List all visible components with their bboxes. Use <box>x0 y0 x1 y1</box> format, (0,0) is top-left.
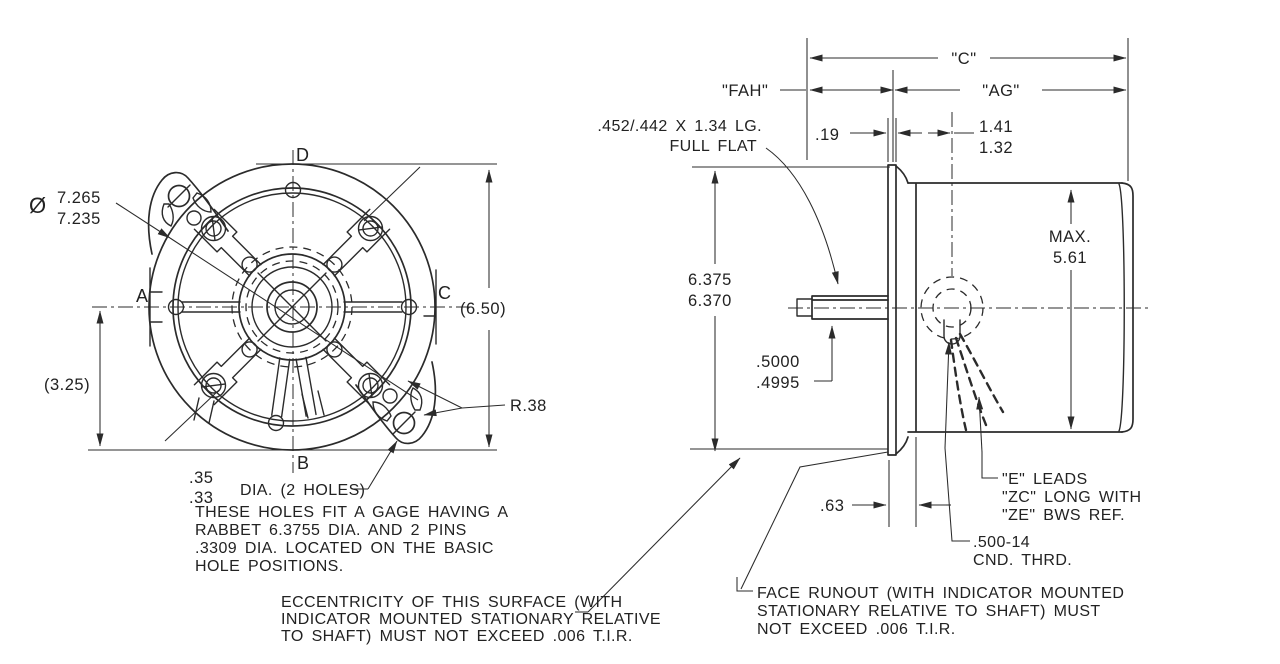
dim-flange-thickness: .19 <box>815 126 839 144</box>
dim-body-max-value: 5.61 <box>1053 249 1087 267</box>
dim-ear-hole-max: .35 <box>189 469 213 487</box>
dim-ear-radius: R.38 <box>510 397 547 415</box>
dim-fah-label: "FAH" <box>722 82 768 100</box>
dim-conduit-loc-max: 1.41 <box>979 118 1013 136</box>
dim-shaft-dia-max: .5000 <box>756 353 800 371</box>
dim-overall-height: (6.50) <box>460 300 506 318</box>
side-view: "C" "FAH" "AG" .19 1.41 1.32 .452/.442 X… <box>597 38 1152 569</box>
gage-note-line2: RABBET 6.3755 DIA. AND 2 PINS <box>195 522 467 539</box>
eccentricity-note-line1: ECCENTRICITY OF THIS SURFACE (WITH <box>281 594 622 611</box>
dim-c-label: "C" <box>951 50 976 68</box>
axis-label-a: A <box>136 286 148 306</box>
face-runout-note-line3: NOT EXCEED .006 T.I.R. <box>757 621 956 638</box>
side-view-dimensions: "C" "FAH" "AG" .19 1.41 1.32 .452/.442 X… <box>597 38 1141 569</box>
front-view-flange <box>148 163 437 451</box>
thread-note-line2: CND. THRD. <box>973 552 1072 569</box>
ear-holes-label: DIA. (2 HOLES) <box>240 482 365 499</box>
dim-shaft-dia-min: .4995 <box>756 374 800 392</box>
leads-note-line1: "E" LEADS <box>1002 471 1088 488</box>
dim-half-height: (3.25) <box>44 376 90 394</box>
axis-label-b: B <box>297 453 309 473</box>
front-view-spokes <box>181 208 403 418</box>
front-view-dimensions: (6.50) (3.25) A B C D Ø 7.265 7.235 R.38… <box>29 145 547 575</box>
axis-label-d: D <box>296 145 309 165</box>
diameter-symbol: Ø <box>29 193 46 218</box>
dim-pilot-dia-max: 7.265 <box>57 189 101 207</box>
side-view-shaft <box>796 295 889 320</box>
dim-ear-hole-min: .33 <box>189 489 213 507</box>
dim-rabbet-dia-min: 6.370 <box>688 292 732 310</box>
shaft-flat-note-line2: FULL FLAT <box>669 138 757 155</box>
gage-note-line4: HOLE POSITIONS. <box>195 558 344 575</box>
side-view-flange <box>887 164 909 456</box>
eccentricity-note-line2: INDICATOR MOUNTED STATIONARY RELATIVE <box>281 611 661 628</box>
dim-conduit-loc-min: 1.32 <box>979 139 1013 157</box>
front-view: (6.50) (3.25) A B C D Ø 7.265 7.235 R.38… <box>29 145 547 575</box>
face-runout-note-line2: STATIONARY RELATIVE TO SHAFT) MUST <box>757 603 1101 620</box>
thread-note-line1: .500-14 <box>973 534 1030 551</box>
front-view-mounting-ear-bottom <box>355 361 437 445</box>
side-view-conduit-opening <box>920 276 984 345</box>
dim-boss-length: .63 <box>820 497 844 515</box>
front-view-mounting-ear-top <box>147 171 229 255</box>
gage-note-line1: THESE HOLES FIT A GAGE HAVING A <box>195 504 508 521</box>
leads-note-line2: "ZC" LONG WITH <box>1002 489 1141 506</box>
leads-note-line3: "ZE" BWS REF. <box>1002 507 1125 524</box>
general-notes: ECCENTRICITY OF THIS SURFACE (WITH INDIC… <box>281 451 1124 645</box>
axis-label-c: C <box>438 283 451 303</box>
front-view-centerlines <box>92 150 470 473</box>
face-runout-note-line1: FACE RUNOUT (WITH INDICATOR MOUNTED <box>757 585 1124 602</box>
dim-ag-label: "AG" <box>982 82 1020 100</box>
eccentricity-note-line3: TO SHAFT) MUST NOT EXCEED .006 T.I.R. <box>281 628 633 645</box>
gage-note-line3: .3309 DIA. LOCATED ON THE BASIC <box>195 540 494 557</box>
shaft-flat-note-line1: .452/.442 X 1.34 LG. <box>597 118 762 135</box>
side-view-body <box>907 182 1134 433</box>
side-view-centerlines <box>788 112 1152 309</box>
dim-rabbet-dia-max: 6.375 <box>688 271 732 289</box>
dim-pilot-dia-min: 7.235 <box>57 210 101 228</box>
dim-body-max-label: MAX. <box>1049 228 1091 246</box>
side-view-leads <box>949 332 1005 432</box>
